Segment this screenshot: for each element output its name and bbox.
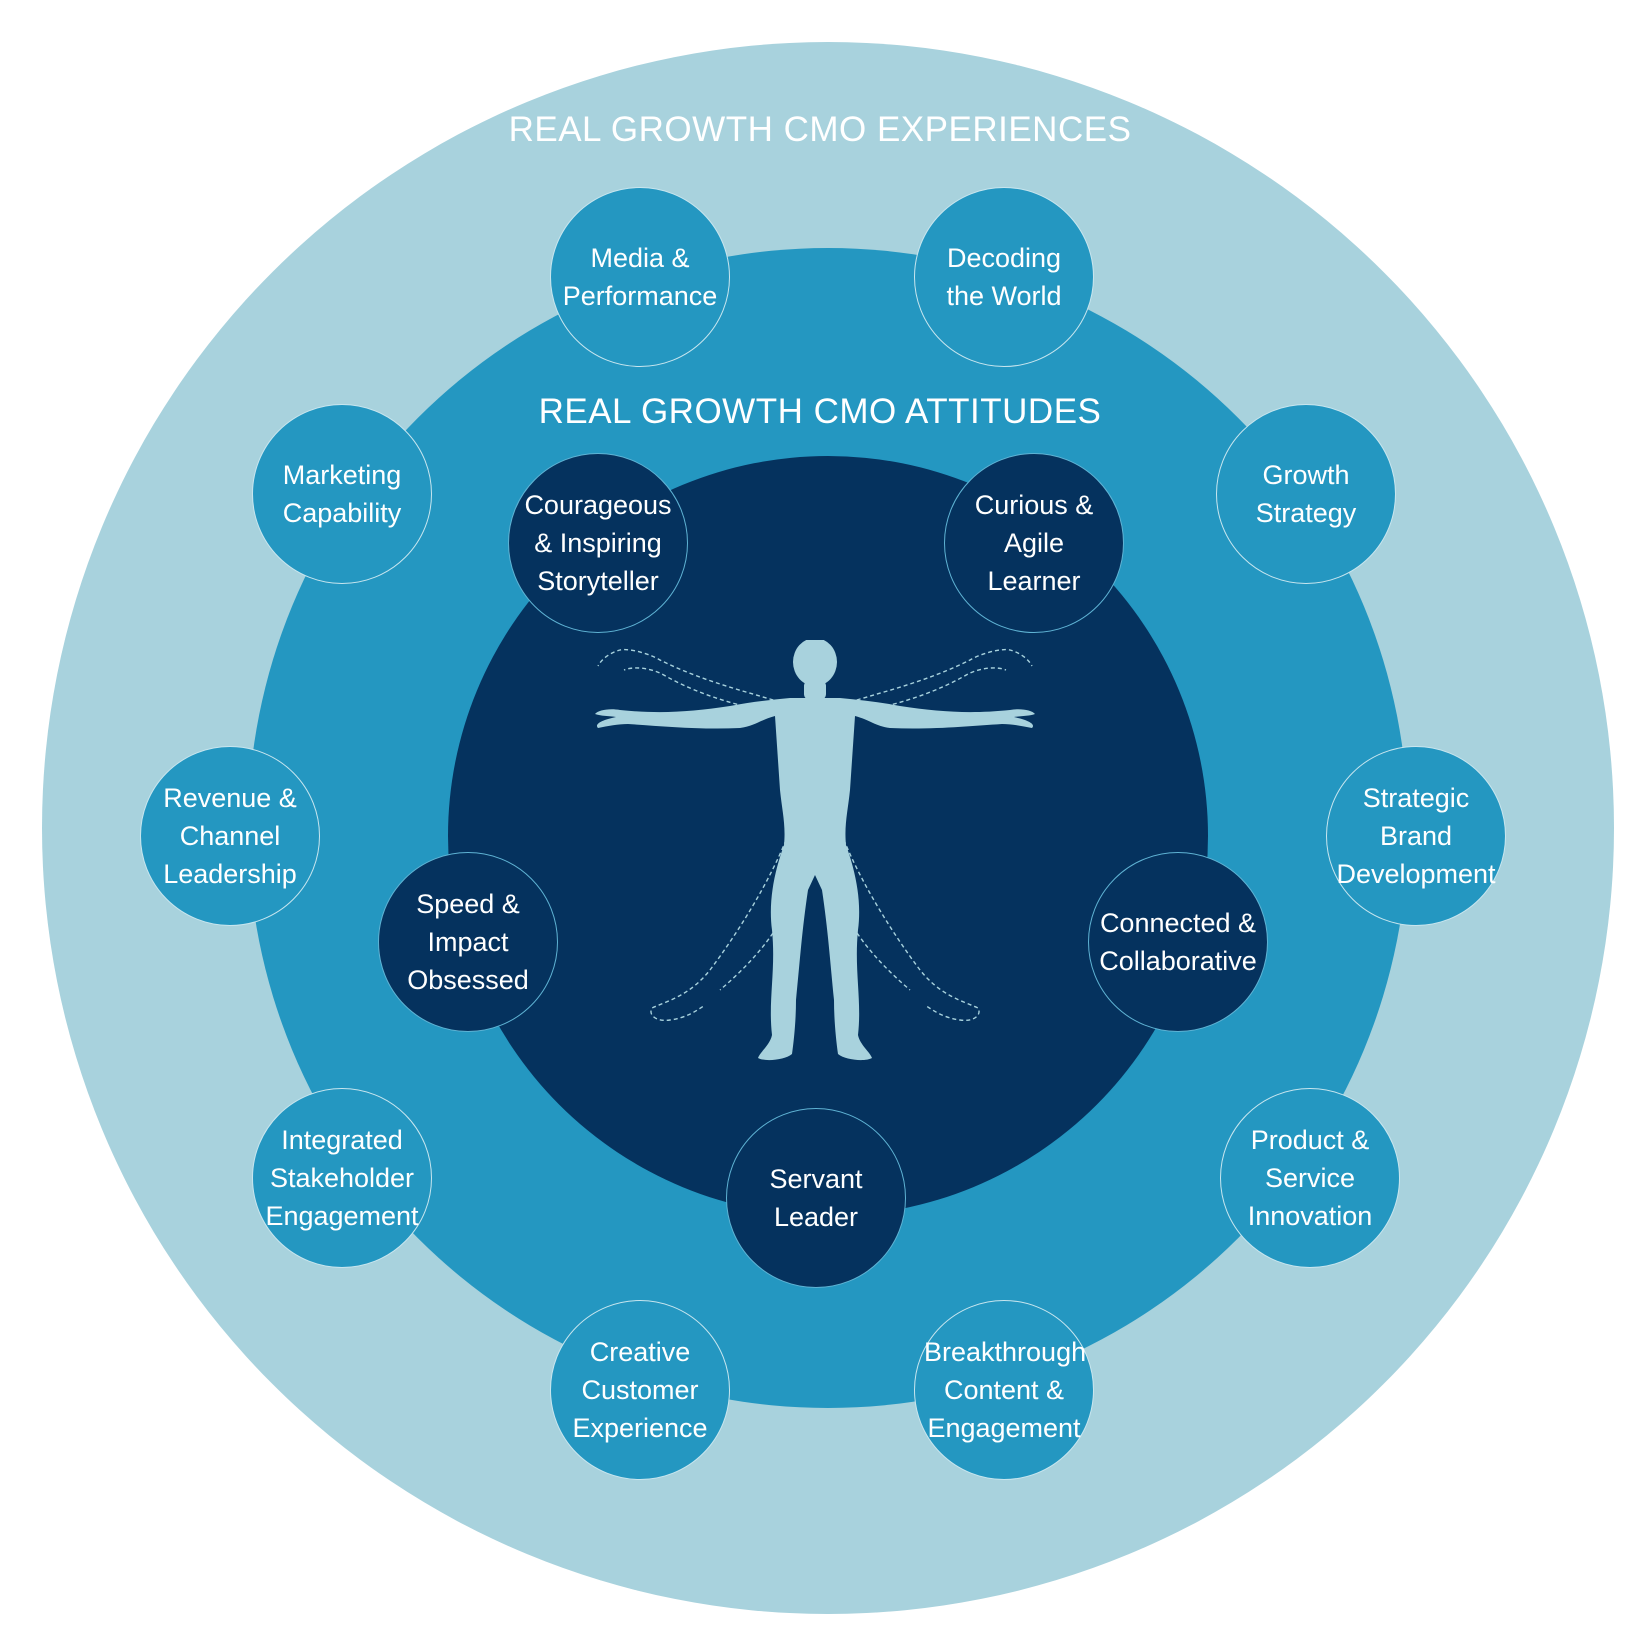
attitude-curious-agile-learner[interactable]: Curious & Agile Learner — [944, 453, 1124, 633]
experience-label: Marketing Capability — [282, 460, 402, 528]
experience-label: Breakthrough Content & Engagement — [924, 1337, 1087, 1443]
experience-product-service-innovation[interactable]: Product & Service Innovation — [1220, 1088, 1400, 1268]
attitude-label: Connected & Collaborative — [1099, 908, 1257, 976]
experience-label: Revenue & Channel Leadership — [163, 783, 297, 889]
experience-label: Strategic Brand Development — [1336, 783, 1496, 889]
attitude-connected-collaborative[interactable]: Connected & Collaborative — [1088, 852, 1268, 1032]
attitude-speed-impact-obsessed[interactable]: Speed & Impact Obsessed — [378, 852, 558, 1032]
experience-creative-customer-experience[interactable]: Creative Customer Experience — [550, 1300, 730, 1480]
experience-label: Media & Performance — [562, 243, 718, 311]
experience-decoding-the-world[interactable]: Decoding the World — [914, 187, 1094, 367]
human-figure-icon — [595, 640, 1035, 1061]
experience-media-performance[interactable]: Media & Performance — [550, 187, 730, 367]
attitudes-title: REAL GROWTH CMO ATTITUDES — [538, 392, 1102, 431]
attitude-label: Servant Leader — [769, 1164, 863, 1232]
experiences-title: REAL GROWTH CMO EXPERIENCES — [508, 110, 1132, 149]
experience-label: Growth Strategy — [1255, 460, 1357, 528]
experience-breakthrough-content-engagement[interactable]: Breakthrough Content & Engagement — [914, 1300, 1094, 1480]
experience-label: Integrated Stakeholder Engagement — [265, 1125, 419, 1231]
attitude-label: Courageous & Inspiring Storyteller — [524, 490, 672, 596]
experience-integrated-stakeholder-engagement[interactable]: Integrated Stakeholder Engagement — [252, 1088, 432, 1268]
experience-revenue-channel-leadership[interactable]: Revenue & Channel Leadership — [140, 746, 320, 926]
experience-label: Product & Service Innovation — [1247, 1125, 1373, 1231]
attitude-label: Speed & Impact Obsessed — [407, 889, 529, 995]
attitude-servant-leader[interactable]: Servant Leader — [726, 1108, 906, 1288]
attitude-courageous-inspiring-storyteller[interactable]: Courageous & Inspiring Storyteller — [508, 453, 688, 633]
experience-marketing-capability[interactable]: Marketing Capability — [252, 404, 432, 584]
experience-label: Decoding the World — [946, 243, 1062, 311]
experience-label: Creative Customer Experience — [572, 1337, 708, 1443]
attitude-label: Curious & Agile Learner — [974, 490, 1094, 596]
experience-growth-strategy[interactable]: Growth Strategy — [1216, 404, 1396, 584]
experience-strategic-brand-development[interactable]: Strategic Brand Development — [1326, 746, 1506, 926]
